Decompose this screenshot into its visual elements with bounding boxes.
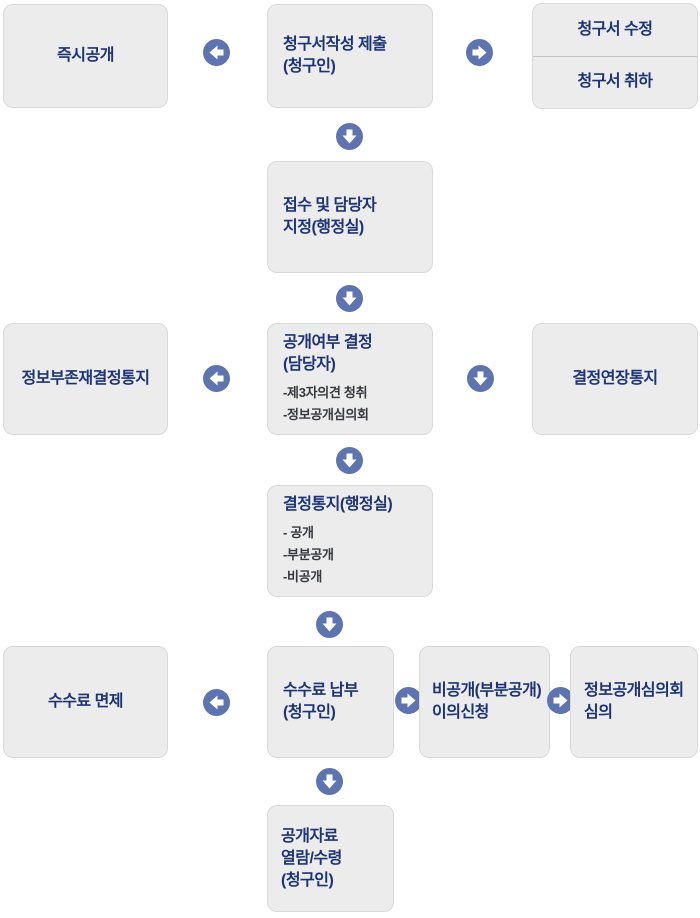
arrow-down-icon: [316, 768, 343, 795]
node-label: 열람/수령: [281, 849, 342, 867]
node-sub-item: -부분공개: [283, 547, 334, 562]
node-nonexistence-notice: 정보부존재결정통지: [3, 323, 168, 435]
node-label: 접수 및 담당자: [283, 197, 377, 214]
node-fee-payment: 수수료 납부 (청구인): [267, 646, 394, 758]
node-disclosure-decision: 공개여부 결정 (담당자) -제3자의견 청취 -정보공개심의회: [267, 323, 433, 435]
arrow-right-icon: [547, 687, 574, 714]
node-label: (청구인): [283, 58, 336, 75]
node-modify-withdraw-group: 청구서 수정 청구서 취하: [532, 3, 698, 109]
node-label: 정보공개심의회: [584, 682, 684, 699]
arrow-left-icon: [203, 39, 230, 66]
node-sub-item: -정보공개심의회: [283, 407, 369, 422]
node-label: 즉시공개: [57, 47, 114, 64]
node-label: 지정(행정실): [283, 219, 364, 236]
node-label: 결정통지(행정실): [283, 496, 393, 513]
arrow-down-icon: [316, 611, 343, 638]
node-extension-notice: 결정연장통지: [532, 323, 698, 435]
node-receipt-assign: 접수 및 담당자 지정(행정실): [267, 161, 433, 273]
node-label: (청구인): [283, 704, 336, 721]
node-label: 결정연장통지: [572, 370, 658, 387]
node-fee-exemption: 수수료 면제: [3, 646, 168, 758]
node-request-withdraw: 청구서 취하: [533, 55, 697, 109]
node-label: 심의: [584, 704, 613, 721]
node-label: (담당자): [283, 356, 336, 373]
node-objection: 비공개(부분공개) 이의신청: [419, 646, 550, 758]
node-label: (청구인): [281, 871, 334, 889]
node-label: 비공개(부분공개): [432, 682, 542, 699]
node-label: 수수료 면제: [47, 693, 124, 710]
arrow-right-icon: [395, 687, 422, 714]
node-label: 정보부존재결정통지: [21, 370, 150, 387]
node-decision-notice: 결정통지(행정실) - 공개 -부분공개 -비공개: [267, 485, 433, 597]
node-label: 공개자료: [281, 827, 338, 845]
node-label: 수수료 납부: [283, 682, 359, 699]
node-label: 공개여부 결정: [283, 334, 373, 351]
arrow-left-icon: [203, 365, 230, 392]
node-request-modify: 청구서 수정: [533, 4, 697, 56]
node-material-receive: 공개자료 열람/수령 (청구인): [267, 805, 394, 912]
arrow-down-icon: [336, 285, 363, 312]
node-committee-review: 정보공개심의회 심의: [570, 646, 698, 758]
arrow-left-icon: [203, 689, 230, 716]
node-sub-item: -제3자의견 청취: [283, 385, 368, 400]
arrow-down-icon: [467, 365, 494, 392]
node-request-submit: 청구서작성 제출 (청구인): [267, 4, 433, 108]
arrow-down-icon: [336, 447, 363, 474]
node-sub-item: -비공개: [283, 569, 323, 584]
node-immediate-disclosure: 즉시공개: [3, 4, 168, 108]
node-label: 청구서 수정: [577, 20, 653, 38]
node-label: 청구서작성 제출: [283, 36, 387, 53]
node-sub-item: - 공개: [283, 525, 314, 540]
node-label: 청구서 취하: [577, 73, 653, 91]
node-label: 이의신청: [432, 704, 489, 721]
arrow-right-icon: [466, 39, 493, 66]
arrow-down-icon: [336, 123, 363, 150]
